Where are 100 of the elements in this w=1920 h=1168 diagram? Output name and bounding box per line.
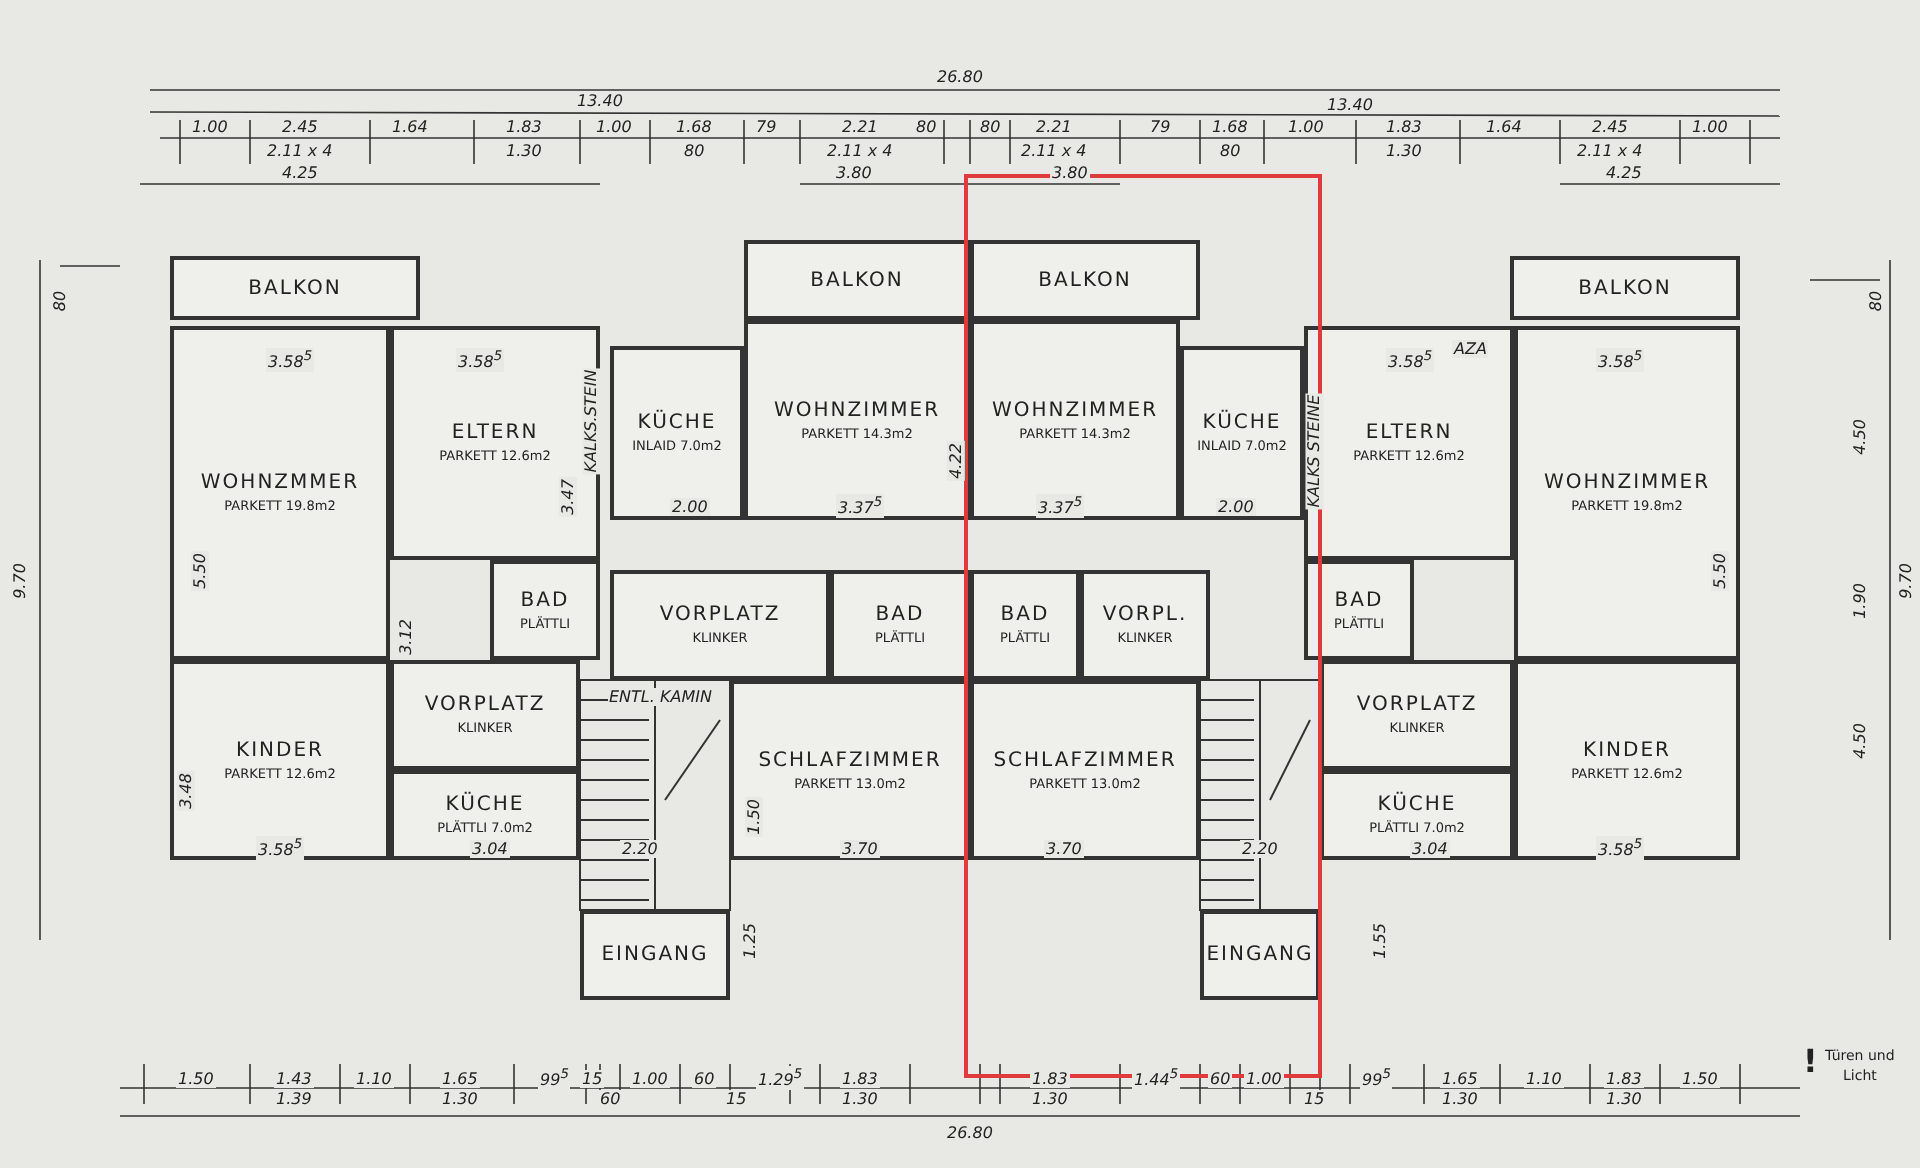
dimension-label: 80 [1218,141,1243,159]
dimension-label: 4.50 [1850,416,1869,456]
dimension-label: 26.80 [935,67,985,85]
room-name: KÜCHE [637,412,717,434]
room-outline [490,560,600,660]
room-outline [610,346,744,520]
dimension-label: 99$^{5}$ [1360,1066,1393,1090]
dimension-label: 1.64 [1484,117,1524,135]
dimension-label: 3.80 [1050,163,1090,181]
dimension-label: 80 [682,141,707,159]
dimension-label: 1.30 [1604,1089,1644,1107]
room-outline [1514,660,1740,860]
room-name: KÜCHE [1202,412,1282,434]
room-outline [970,240,1200,320]
warning-mark: ! [1801,1051,1820,1069]
room-name: VORPL. [1102,604,1188,626]
dimension-label: 5.50 [1710,550,1729,590]
dimension-label: 80 [978,117,1003,135]
dimension-label: 1.43 [274,1069,314,1087]
dimension-label: 3.58$^{5}$ [1596,348,1645,372]
dimension-label: 1.65 [1440,1069,1480,1087]
room-outline [610,570,830,680]
room-name: KINDER [1583,739,1671,761]
dimension-label: 2.45 [280,117,320,135]
room-name: VORPLATZ [1356,694,1478,716]
dimension-label: 1.65 [440,1069,480,1087]
dimension-label: 3.58$^{5}$ [1596,836,1645,860]
room-outline [1180,346,1304,520]
dimension-label: 1.25 [740,920,759,960]
room-name: SCHLAFZIMMER [758,749,942,771]
dimension-label: 1.83 [1384,117,1424,135]
room-outline [1304,326,1514,560]
room-outline [744,240,970,320]
dimension-label: 2.20 [1240,839,1280,857]
room-outline [390,326,600,560]
dimension-label: 4.25 [1604,163,1644,181]
dimension-label: 1.29$^{5}$ [756,1066,805,1090]
dimension-label: 3.58$^{5}$ [456,348,505,372]
dimension-label: 15 [1302,1089,1327,1107]
room-name: WOHNZMMER [200,472,360,494]
room-outline [170,660,390,860]
dimension-label: 13.40 [1325,95,1375,113]
dimension-label: 1.68 [1210,117,1250,135]
dimension-label: 26.80 [945,1123,995,1141]
dimension-label: 2.11 x 4 [1575,141,1645,159]
dimension-label: 1.90 [1850,580,1869,620]
dimension-label: 3.80 [834,163,874,181]
dimension-label: 1.30 [504,141,544,159]
dimension-label: 80 [1867,287,1886,313]
room-name: EINGANG [601,944,709,966]
room-name: VORPLATZ [659,604,781,626]
dimension-label: 2.11 x 4 [265,141,335,159]
dimension-label: 3.47 [558,476,577,516]
room-name: BALKON [248,277,342,299]
room-outline [830,570,970,680]
room-name: VORPLATZ [424,694,546,716]
room-name: KÜCHE [1377,794,1457,816]
dimension-label: 1.30 [840,1089,880,1107]
dimension-label: 15 [580,1069,605,1087]
room-outline [1304,560,1414,660]
room-name: BAD [520,589,570,611]
room-name: WOHNZIMMER [991,399,1159,421]
room-outline [970,680,1200,860]
dimension-label: 79 [1148,117,1173,135]
dimension-label: 2.21 [1034,117,1074,135]
dimension-label: 9.70 [10,560,29,600]
room-outline [390,770,580,860]
room-name: BALKON [1578,277,1672,299]
dimension-label: 1.50 [176,1069,216,1087]
dimension-label: 13.40 [575,91,625,109]
room-name: WOHNZIMMER [773,399,941,421]
dimension-label: 80 [914,117,939,135]
dimension-label: 2.21 [840,117,880,135]
material-note: ENTL. KAMIN [607,687,714,705]
room-outline [390,660,580,770]
dimension-label: 9.70 [1896,560,1915,600]
dimension-label: 3.58$^{5}$ [266,348,315,372]
dimension-label: 99$^{5}$ [538,1066,571,1090]
room-name: EINGANG [1206,944,1314,966]
dimension-label: 5.50 [190,550,209,590]
dimension-label: 1.00 [190,117,230,135]
dimension-label: 3.12 [396,616,415,656]
dimension-label: 1.00 [1690,117,1730,135]
room-name: KINDER [236,739,324,761]
dimension-label: 1.50 [744,796,763,836]
dimension-label: 1.83 [1604,1069,1644,1087]
room-name: BALKON [810,269,904,291]
room-outline [170,256,420,320]
dimension-label: 1.68 [674,117,714,135]
room-outline [970,570,1080,680]
dimension-label: 1.30 [1384,141,1424,159]
dimension-label: 3.48 [176,770,195,810]
dimension-label: 79 [754,117,779,135]
dimension-label: 15 [724,1089,749,1107]
room-name: BAD [1000,604,1050,626]
dimension-label: 80 [51,287,70,313]
room-name: WOHNZIMMER [1543,472,1711,494]
dimension-label: 1.30 [1030,1089,1070,1107]
dimension-label: 1.10 [354,1069,394,1087]
room-outline [1080,570,1210,680]
